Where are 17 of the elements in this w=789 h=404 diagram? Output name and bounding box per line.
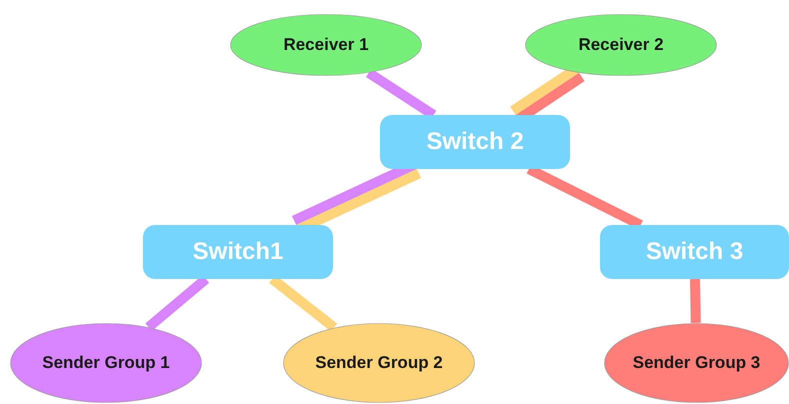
node-label: Switch1 — [192, 238, 284, 266]
node-label: Sender Group 2 — [315, 353, 443, 373]
switch-box — [600, 225, 789, 279]
sender-group-ellipse — [283, 323, 475, 403]
node-label: Receiver 1 — [283, 35, 369, 55]
node-label: Sender Group 3 — [632, 353, 760, 373]
node-label: Switch 2 — [426, 128, 524, 156]
switch-box — [380, 115, 570, 169]
node-label: Receiver 2 — [578, 35, 664, 55]
sender-group-ellipse — [10, 323, 202, 403]
connector-line — [690, 278, 701, 324]
receiver-ellipse — [230, 14, 422, 76]
sender-group-ellipse — [604, 323, 789, 403]
node-label: Sender Group 1 — [42, 353, 170, 373]
receiver-ellipse — [525, 14, 717, 76]
node-label: Switch 3 — [646, 238, 744, 266]
switch-box — [143, 225, 333, 279]
